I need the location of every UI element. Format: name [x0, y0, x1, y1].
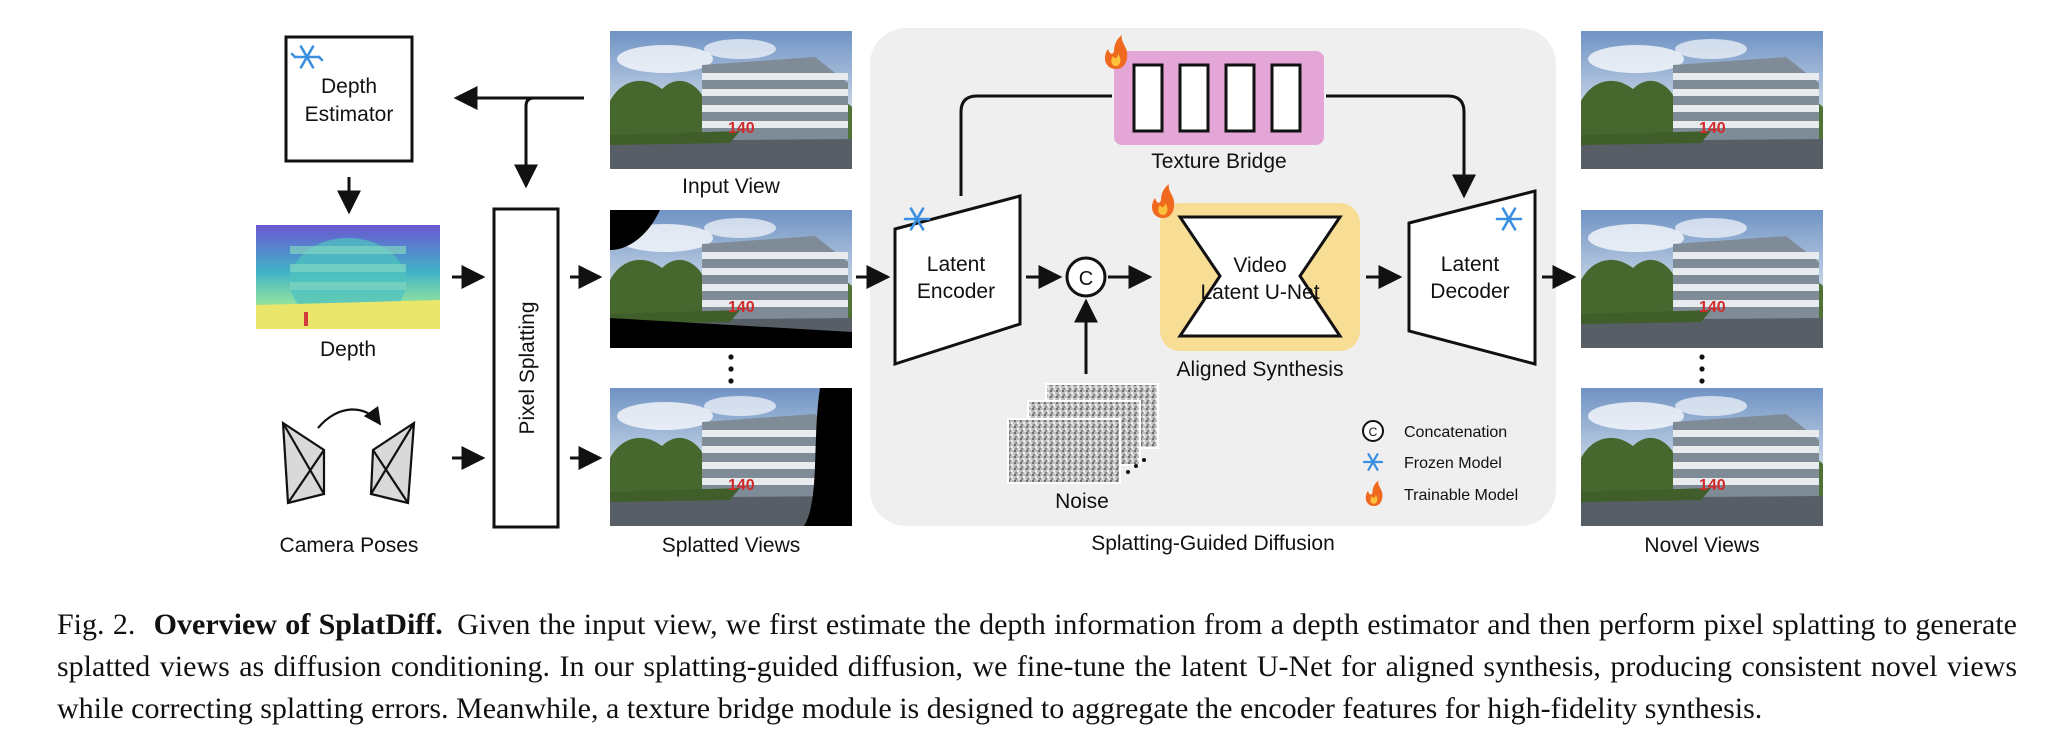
- legend-concatenation-label: Concatenation: [1404, 424, 1507, 441]
- video-unet-label-line2: Latent U-Net: [1200, 281, 1319, 304]
- caption-title: Overview of SplatDiff.: [153, 608, 443, 641]
- splatting-guided-diffusion-label: Splatting-Guided Diffusion: [1091, 532, 1335, 555]
- depth-estimator-label-line2: Estimator: [305, 103, 394, 126]
- video-unet-label-line1: Video: [1233, 254, 1286, 277]
- novel-view-ellipsis-dots: [1699, 354, 1705, 384]
- svg-text:C: C: [1369, 425, 1378, 439]
- depth-estimator-label-line1: Depth: [321, 75, 377, 98]
- snowflake-icon: [903, 207, 931, 231]
- snowflake-icon: [290, 45, 324, 69]
- latent-decoder-label-line1: Latent: [1441, 253, 1500, 276]
- latent-encoder-label-line2: Encoder: [917, 280, 995, 303]
- noise-image-stack: [1007, 383, 1159, 484]
- snowflake-icon: [1362, 453, 1384, 471]
- splatted-views-label: Splatted Views: [662, 534, 801, 557]
- depth-map-image: [256, 225, 440, 329]
- flame-icon: [1104, 35, 1128, 69]
- novel-view-1-image: [1581, 31, 1823, 169]
- camera-poses-icon: [281, 405, 416, 505]
- caption-figure-number: Fig. 2.: [57, 608, 136, 641]
- view-ellipsis-dots: [728, 354, 734, 384]
- splatted-view-1-image: [610, 210, 852, 348]
- splatted-view-2-image: [610, 388, 852, 526]
- novel-views-label: Novel Views: [1644, 534, 1759, 557]
- concatenation-legend-icon: C: [1362, 420, 1384, 442]
- legend: C Concatenation Frozen Model Trainable M…: [1362, 420, 1518, 506]
- depth-estimator-block: Depth Estimator: [284, 35, 414, 163]
- latent-encoder-block: Latent Encoder: [893, 194, 1022, 367]
- concat-symbol: C: [1079, 268, 1093, 290]
- latent-encoder-label-line1: Latent: [927, 253, 986, 276]
- depth-label: Depth: [320, 338, 376, 361]
- novel-view-2-image: [1581, 210, 1823, 348]
- latent-decoder-label-line2: Decoder: [1430, 280, 1509, 303]
- flame-icon: [1365, 480, 1383, 506]
- splatdiff-overview-diagram: 140 Splatting-Guided Diffusion Depth Est…: [256, 28, 1823, 557]
- legend-trainable-model-label: Trainable Model: [1404, 487, 1518, 504]
- latent-decoder-block: Latent Decoder: [1407, 189, 1537, 366]
- caption-body: Given the input view, we first estimate …: [57, 608, 2017, 725]
- flame-icon: [1151, 184, 1175, 218]
- flow-arrows: [337, 86, 1577, 470]
- noise-label: Noise: [1055, 490, 1109, 513]
- input-view-image: [610, 31, 852, 169]
- video-latent-unet-block: Video Latent U-Net: [1151, 184, 1360, 351]
- figure-caption: Fig. 2. Overview of SplatDiff. Given the…: [57, 604, 2017, 730]
- noise-ellipsis-dots: [1126, 458, 1146, 474]
- concatenation-node: C: [1065, 256, 1107, 298]
- input-view-label: Input View: [682, 175, 781, 198]
- texture-bridge-block: [1104, 35, 1324, 145]
- pixel-splatting-label: Pixel Splatting: [516, 301, 539, 434]
- aligned-synthesis-label: Aligned Synthesis: [1177, 358, 1344, 381]
- snowflake-icon: [1495, 207, 1523, 231]
- legend-frozen-model-label: Frozen Model: [1404, 455, 1502, 472]
- novel-view-3-image: [1581, 388, 1823, 526]
- texture-bridge-label: Texture Bridge: [1151, 150, 1286, 173]
- pixel-splatting-block: Pixel Splatting: [492, 207, 560, 529]
- camera-poses-label: Camera Poses: [280, 534, 419, 557]
